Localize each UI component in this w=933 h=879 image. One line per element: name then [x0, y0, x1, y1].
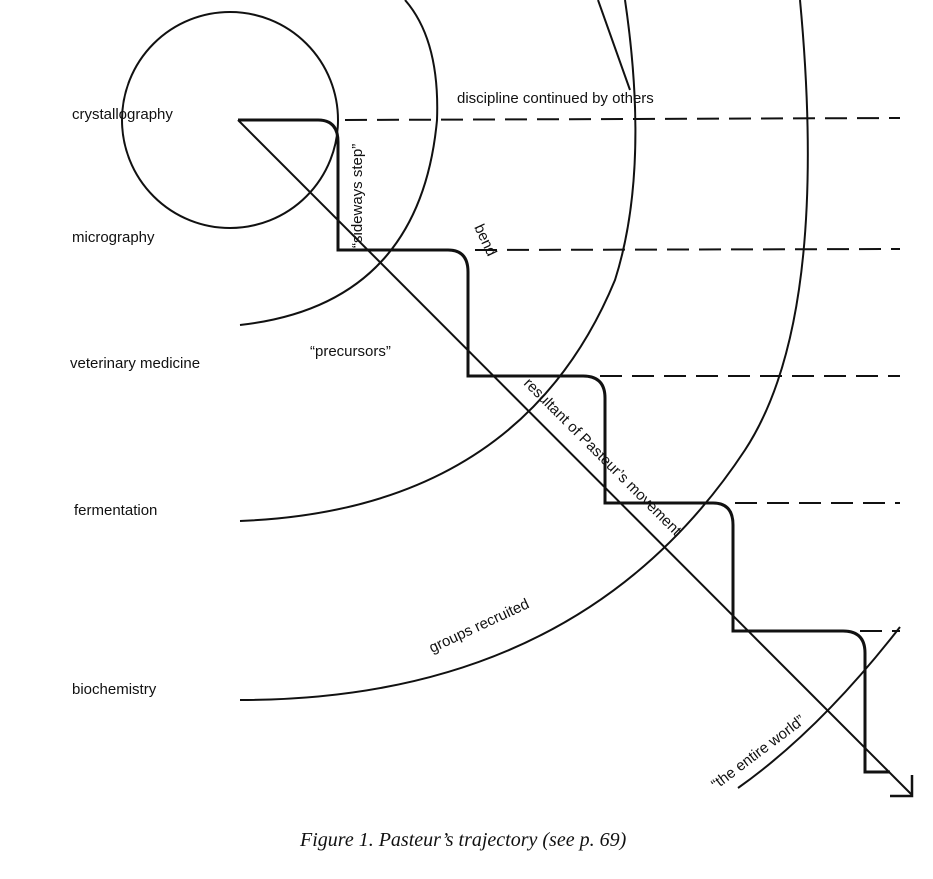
arc-4: [737, 626, 901, 789]
discipline-labels: crystallography micrography veterinary m…: [70, 106, 200, 698]
discipline-continued-label: discipline continued by others: [457, 90, 654, 107]
figure-caption: Figure 1. Pasteur’s trajectory (see p. 6…: [299, 829, 627, 851]
arc-1: [239, 0, 439, 326]
small-circle: [121, 11, 339, 229]
label-biochemistry: biochemistry: [72, 681, 157, 698]
resultant-line: [237, 119, 913, 796]
dashed-line-crystallography: [344, 117, 901, 121]
continuation-lines: [344, 117, 901, 632]
arc-connector: [597, 0, 631, 91]
sideways-step-label: “sideways step”: [349, 144, 366, 248]
pasteur-stepped-path: [238, 118, 890, 774]
arc-2: [239, 0, 637, 522]
label-micrography: micrography: [72, 229, 155, 246]
precursors-label: “precursors”: [310, 343, 391, 360]
bend-label: bend: [470, 222, 500, 259]
dashed-line-micrography: [474, 248, 901, 251]
label-crystallography: crystallography: [72, 106, 173, 123]
resultant-label: resultant of Pasteur’s movement: [520, 375, 685, 540]
resultant-arrow: [237, 119, 914, 798]
arrowhead: [890, 775, 914, 798]
arc-3: [239, 0, 809, 701]
label-fermentation: fermentation: [74, 502, 157, 519]
label-veterinary-medicine: veterinary medicine: [70, 355, 200, 372]
entire-world-label: “the entire world”: [708, 712, 808, 793]
